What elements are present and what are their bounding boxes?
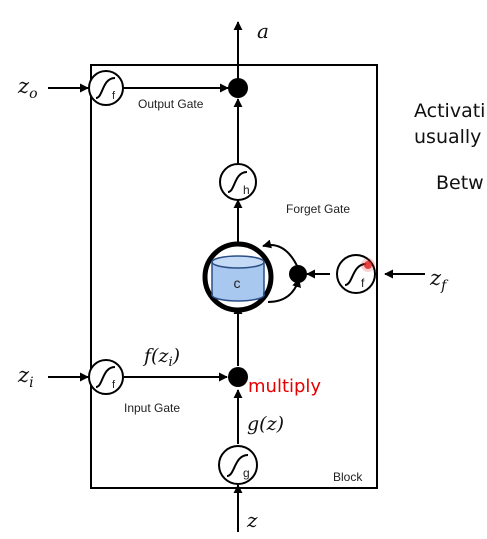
input-multiply-dot [228, 367, 248, 387]
block-label: Block [333, 470, 363, 484]
sigmoid-icon [95, 77, 116, 99]
memory-cell-cylinder [211, 255, 265, 302]
side-text-line2: usually [414, 126, 481, 148]
g-unit: g [218, 445, 258, 485]
output-a-label: a [257, 19, 269, 43]
z-label: z [246, 508, 258, 532]
output-gate-unit-label: f [112, 90, 116, 102]
cell-label: c [234, 275, 241, 291]
multiply-annotation: multiply [248, 376, 321, 397]
zo-label: zo [17, 74, 38, 102]
cursor-marker [364, 261, 372, 269]
sigmoid-icon [344, 263, 367, 286]
h-unit-label: h [243, 183, 250, 197]
tanh-icon [227, 171, 248, 193]
h-unit: h [219, 163, 257, 201]
input-gate-unit: f [88, 359, 124, 395]
output-gate-unit: f [88, 70, 124, 106]
forget-gate-unit-label: f [361, 276, 365, 290]
zf-label: zf [429, 266, 449, 294]
forget-multiply-dot [289, 265, 307, 283]
side-text-line3: Betw [436, 172, 484, 194]
g-unit-label: g [243, 466, 250, 480]
output-gate-label: Output Gate [138, 97, 204, 111]
output-multiply-dot [228, 78, 248, 98]
f-zi-label: f(zi) [142, 345, 180, 370]
zi-label: zi [17, 363, 34, 391]
input-gate-label: Input Gate [124, 401, 180, 415]
side-text-line1: Activati [414, 100, 485, 122]
input-gate-unit-label: f [112, 379, 116, 391]
g-activation-icon [226, 454, 249, 477]
forget-gate-label: Forget Gate [286, 202, 350, 216]
g-z-label: g(z) [247, 413, 284, 435]
sigmoid-icon [95, 366, 116, 388]
forget-gate-unit: f [336, 254, 376, 294]
